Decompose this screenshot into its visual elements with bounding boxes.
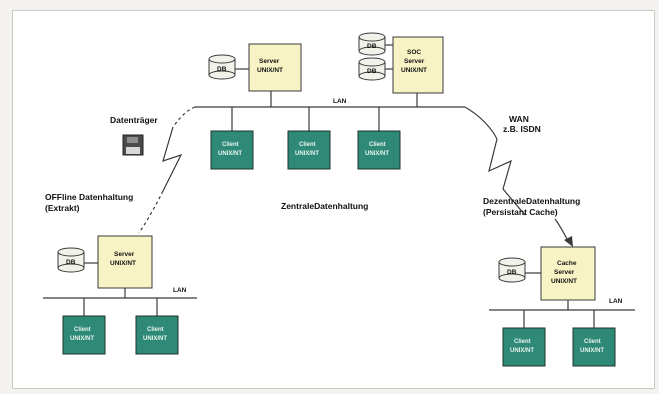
offline-client-1-box — [62, 315, 106, 355]
wan-link-zigzag — [488, 138, 526, 216]
offline-link-zigzag — [162, 126, 183, 192]
offline-link-tail — [138, 190, 164, 234]
cache-server-box — [540, 246, 596, 301]
wan-label-1: WAN — [509, 114, 529, 124]
soc-db-icon-1: DB — [358, 32, 386, 56]
dezentral-client-2-label-1: Client — [584, 339, 601, 345]
floppy-disk-icon — [122, 134, 144, 156]
central-client-1-label-2: UNIX/NT — [218, 151, 242, 157]
dezentral-label-2: (Persistant Cache) — [483, 207, 558, 217]
soc-db-label-1: DB — [367, 43, 377, 50]
offline-server-box — [97, 235, 153, 289]
wan-label-2: z.B. ISDN — [503, 124, 541, 134]
dezentral-client-1-label-1: Client — [514, 339, 531, 345]
soc-server-label-2: Server — [404, 58, 425, 65]
dezentral-client-2-box — [572, 327, 616, 367]
offline-label-2: (Extrakt) — [45, 203, 80, 213]
offline-client-2-label-2: UNIX/NT — [143, 336, 167, 342]
offline-db-icon: DB — [57, 247, 85, 273]
central-client-2-label-2: UNIX/NT — [295, 151, 319, 157]
dezentral-lan-label: LAN — [609, 298, 623, 305]
offline-link-curve — [172, 106, 196, 128]
offline-lan-label: LAN — [173, 287, 187, 294]
cache-server-label-3: UNIX/NT — [551, 278, 577, 285]
offline-client-1-label-2: UNIX/NT — [70, 336, 94, 342]
wan-link-curve — [464, 106, 498, 140]
cache-db-icon: DB — [498, 257, 526, 283]
cache-db-label: DB — [507, 269, 517, 276]
central-client-2-label-1: Client — [299, 142, 316, 148]
cache-server-label-2: Server — [554, 269, 575, 276]
offline-client-1-label-1: Client — [74, 327, 91, 333]
central-db-label: DB — [217, 66, 227, 73]
dezentral-client-1-label-2: UNIX/NT — [510, 348, 534, 354]
soc-server-label-1: SOC — [407, 49, 421, 56]
diagram-frame: LAN Server UNIX/NT DB SOC Server UNIX/NT… — [12, 10, 655, 389]
central-client-3-label-2: UNIX/NT — [365, 151, 389, 157]
central-client-1-box — [210, 130, 254, 170]
offline-client-2-box — [135, 315, 179, 355]
cache-server-label-1: Cache — [557, 260, 577, 267]
central-client-3-box — [357, 130, 401, 170]
central-lan-label: LAN — [333, 98, 347, 105]
soc-server-label-3: UNIX/NT — [401, 67, 427, 74]
soc-db-label-2: DB — [367, 68, 377, 75]
offline-server-label-2: UNIX/NT — [110, 260, 136, 267]
dezentral-label-1: DezentraleDatenhaltung — [483, 196, 580, 206]
cache-arrow-head — [564, 236, 573, 247]
dezentral-client-1-box — [502, 327, 546, 367]
central-client-2-box — [287, 130, 331, 170]
central-server-box — [248, 43, 302, 92]
network-diagram: LAN Server UNIX/NT DB SOC Server UNIX/NT… — [43, 32, 635, 367]
central-client-3-label-1: Client — [369, 142, 386, 148]
datentraeger-label: Datenträger — [110, 115, 158, 125]
central-db-icon: DB — [208, 54, 236, 80]
dezentral-client-2-label-2: UNIX/NT — [580, 348, 604, 354]
soc-server-box — [392, 36, 444, 94]
offline-db-label: DB — [66, 259, 76, 266]
central-server-label-2: UNIX/NT — [257, 67, 283, 74]
zentral-label: ZentraleDatenhaltung — [281, 201, 368, 211]
offline-server-label-1: Server — [114, 251, 135, 258]
central-server-label-1: Server — [259, 58, 280, 65]
soc-db-icon-2: DB — [358, 57, 386, 81]
central-client-1-label-1: Client — [222, 142, 239, 148]
offline-label-1: OFFline Datenhaltung — [45, 192, 133, 202]
offline-client-2-label-1: Client — [147, 327, 164, 333]
